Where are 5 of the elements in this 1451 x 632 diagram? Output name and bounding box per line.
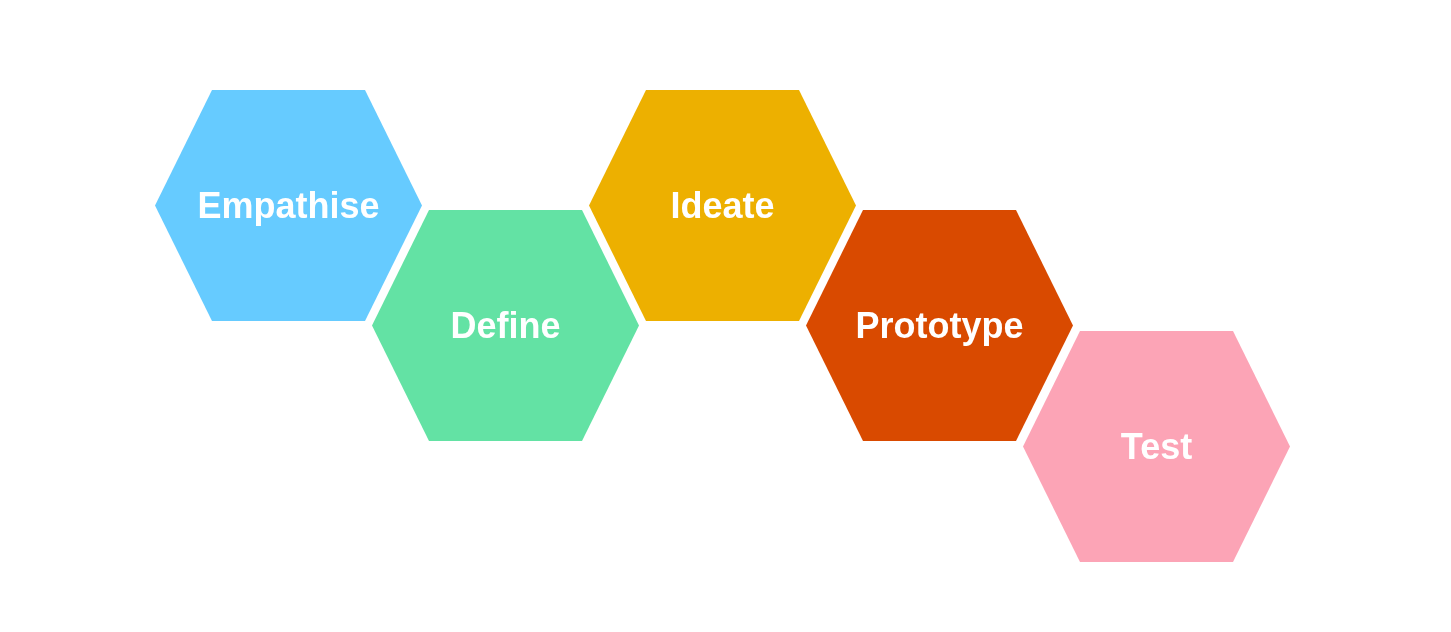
step-label: Define [450, 304, 561, 347]
step-label: Empathise [197, 184, 380, 227]
step-label: Test [1120, 425, 1193, 468]
step-label: Ideate [670, 184, 775, 227]
step-label: Prototype [855, 304, 1024, 347]
